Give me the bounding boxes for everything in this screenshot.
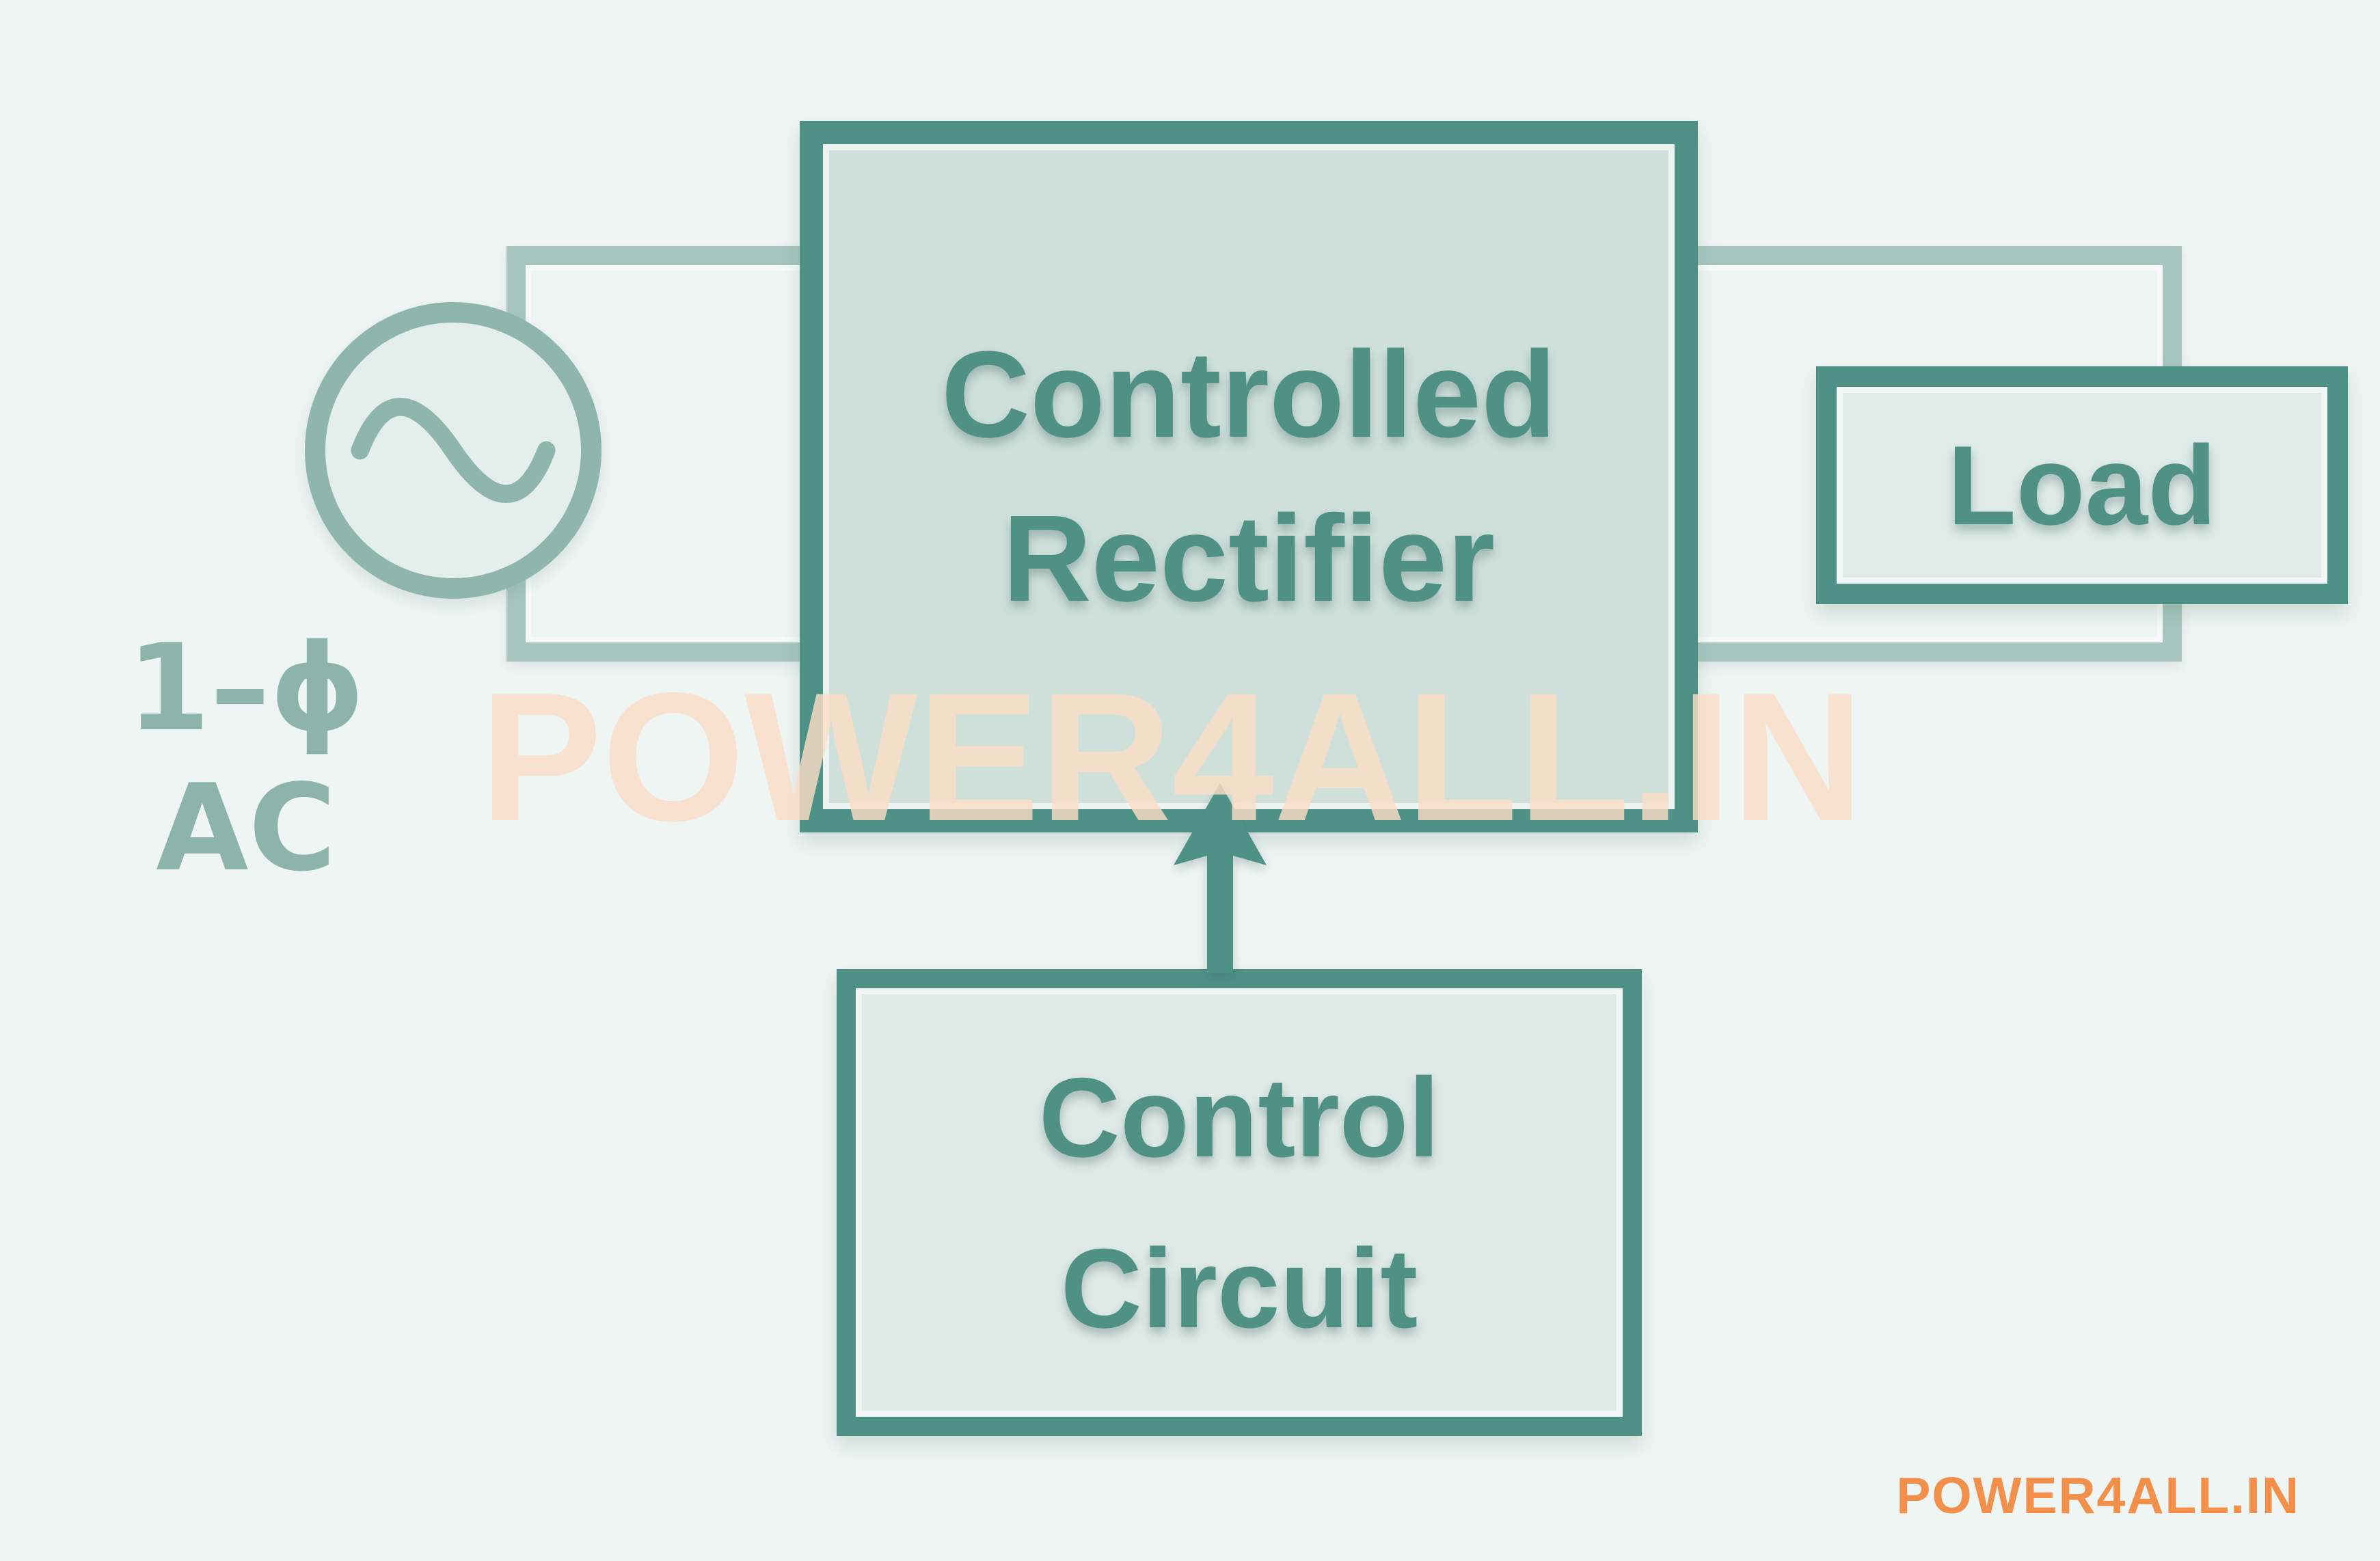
- control-circuit-box: Control Circuit: [837, 969, 1642, 1436]
- ac-source-label-line1: 1–ϕ: [126, 619, 366, 758]
- ac-source-label-line2: AC: [156, 759, 336, 898]
- ac-sine-source-icon: [351, 398, 556, 503]
- footer-brand-text: POWER4ALL.IN: [1896, 1467, 2300, 1524]
- ac-source-symbol: [305, 302, 601, 599]
- control-circuit-label-line2: Circuit: [1060, 1225, 1418, 1351]
- controlled-rectifier-label-line1: Controlled: [941, 325, 1556, 463]
- ac-source-label: 1–ϕ AC: [103, 619, 390, 899]
- control-circuit-label-line1: Control: [1038, 1054, 1440, 1180]
- load-box: Load: [1816, 366, 2348, 604]
- controlled-rectifier-box: Controlled Rectifier: [800, 121, 1698, 832]
- load-label: Load: [1947, 422, 2217, 548]
- controlled-rectifier-label-line2: Rectifier: [1002, 489, 1496, 627]
